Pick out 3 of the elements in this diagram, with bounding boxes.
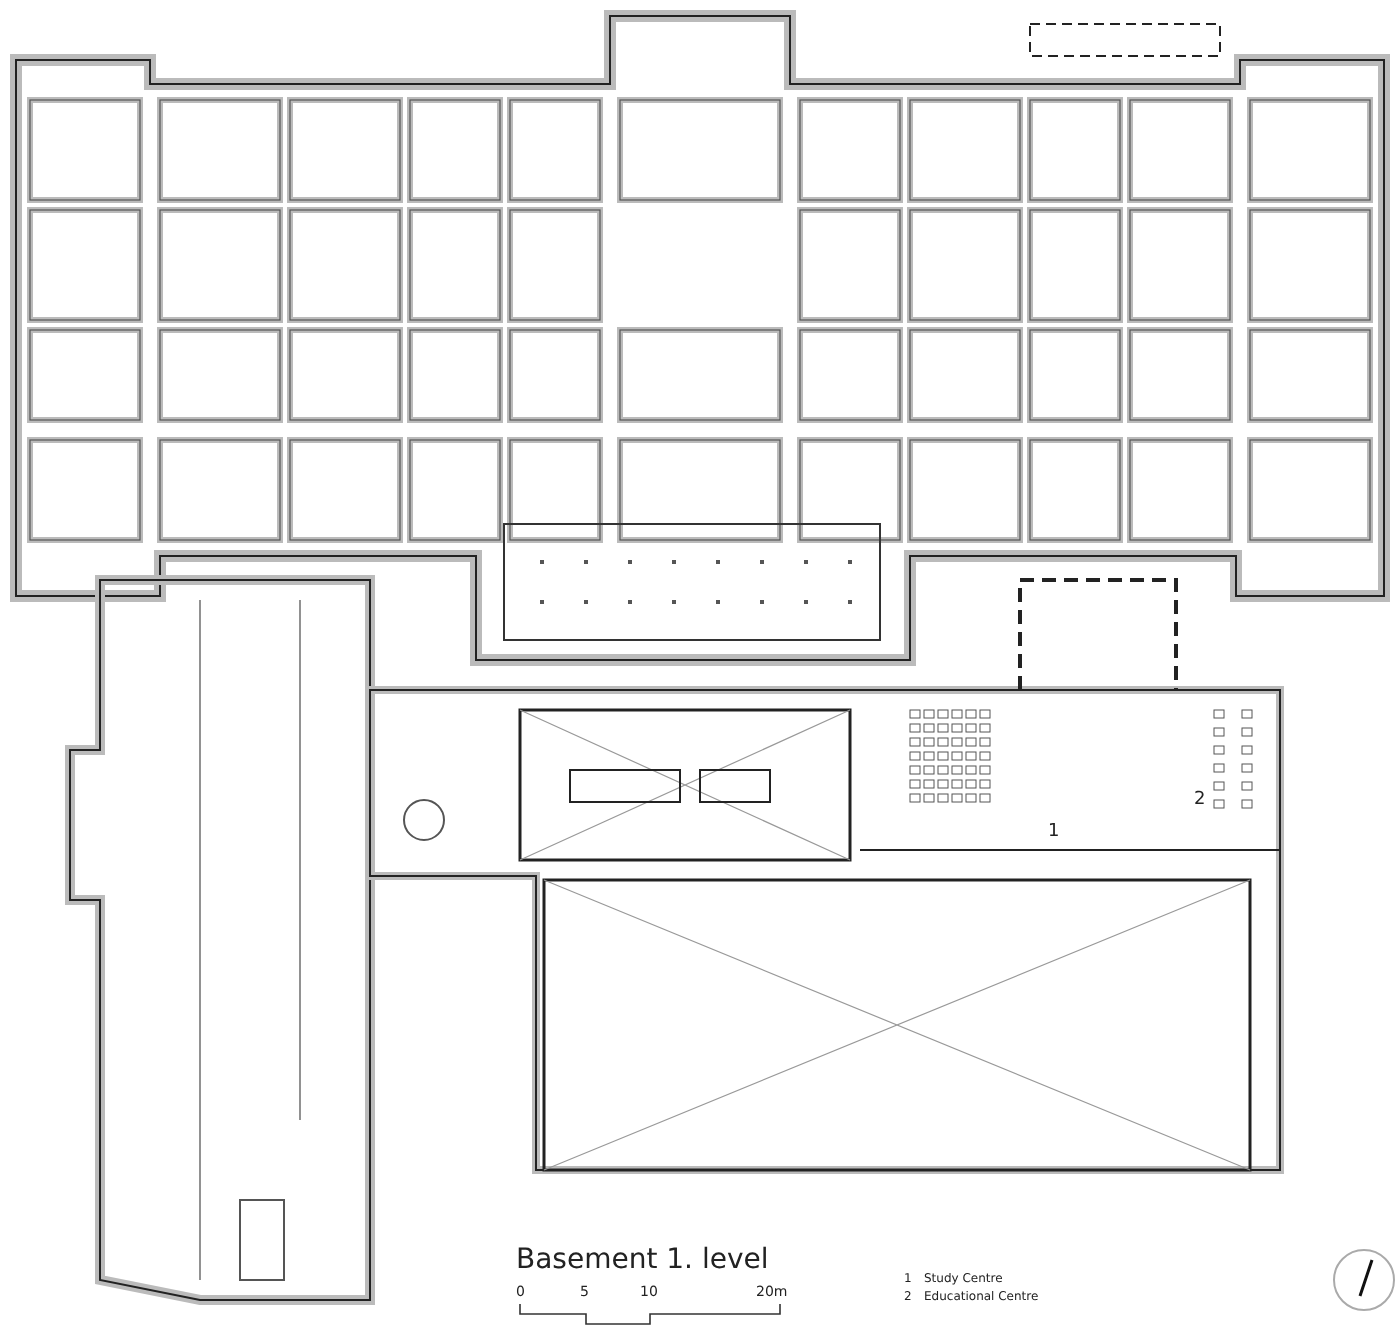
callout-number: 2 bbox=[1194, 792, 1206, 810]
callout-number: 1 bbox=[1048, 824, 1060, 842]
drawing-title: Basement 1. level bbox=[516, 1246, 769, 1274]
